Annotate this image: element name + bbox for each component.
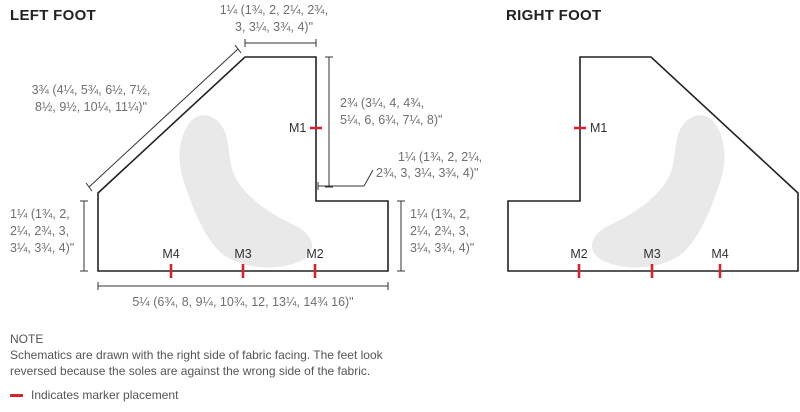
- left-dim-right-upper-label-2: 5¼, 6, 6¾, 7¼, 8)": [340, 113, 442, 127]
- marker-legend-swatch: [10, 393, 23, 397]
- left-dim-diagonal-tick-a: [85, 182, 93, 192]
- note-label: NOTE: [10, 332, 44, 346]
- left-dim-top-label-2: 3, 3¼, 3¾, 4)": [235, 20, 313, 34]
- right-foot-sole-shape: [591, 115, 725, 268]
- legend-text: Indicates marker placement: [31, 388, 179, 402]
- left-dim-step-leader: [363, 169, 374, 187]
- left-foot-sole-shape: [179, 115, 313, 268]
- left-dim-left-label-3: 3¼, 3¾, 4)": [10, 241, 74, 255]
- left-dim-diagonal-label-1: 3¾ (4¼, 5¾, 6½, 7½,: [32, 83, 151, 97]
- right-marker-m3-label: M3: [643, 247, 660, 261]
- note-text: Schematics are drawn with the right side…: [10, 348, 383, 378]
- left-marker-m2-label: M2: [306, 247, 323, 261]
- note-block: NOTE Schematics are drawn with the right…: [10, 331, 430, 379]
- right-marker-m1-label: M1: [590, 121, 607, 135]
- left-dim-top-label-1: 1¼ (1¾, 2, 2¼, 2¾,: [220, 3, 328, 17]
- left-dim-left-label-1: 1¼ (1¾, 2,: [10, 207, 70, 221]
- left-dim-diagonal-label-2: 8½, 9½, 10¼, 11¼)": [35, 100, 147, 114]
- left-marker-m4-label: M4: [162, 247, 179, 261]
- left-dim-right-lower-label-1: 1¼ (1¾, 2,: [410, 207, 470, 221]
- right-foot-title: RIGHT FOOT: [506, 7, 602, 24]
- right-marker-m2-label: M2: [570, 247, 587, 261]
- left-marker-m1-label: M1: [289, 121, 306, 135]
- right-marker-m4-label: M4: [711, 247, 728, 261]
- legend: Indicates marker placement: [10, 388, 178, 402]
- left-dim-bottom-label: 5¼ (6¾, 8, 9¼, 10¾, 12, 13¼, 14¾ 16)": [132, 295, 353, 309]
- left-foot-title: LEFT FOOT: [10, 7, 96, 24]
- left-dim-diagonal-tick-b: [234, 44, 242, 54]
- left-marker-m3-label: M3: [234, 247, 251, 261]
- left-dim-step-label-2: 2¾, 3, 3¼, 3¾, 4)": [376, 166, 478, 180]
- left-dim-right-lower-label-2: 2¼, 2¾, 3,: [410, 224, 469, 238]
- left-dim-step-label-1: 1¼ (1¾, 2, 2¼,: [398, 150, 482, 164]
- left-dim-right-upper-label-1: 2¾ (3¼, 4, 4¾,: [340, 96, 424, 110]
- right-foot-outline: [507, 56, 799, 272]
- left-dim-left-label-2: 2¼, 2¾, 3,: [10, 224, 69, 238]
- left-dim-right-lower-label-3: 3¼, 3¾, 4)": [410, 241, 474, 255]
- left-dim-diagonal-line: [88, 48, 239, 188]
